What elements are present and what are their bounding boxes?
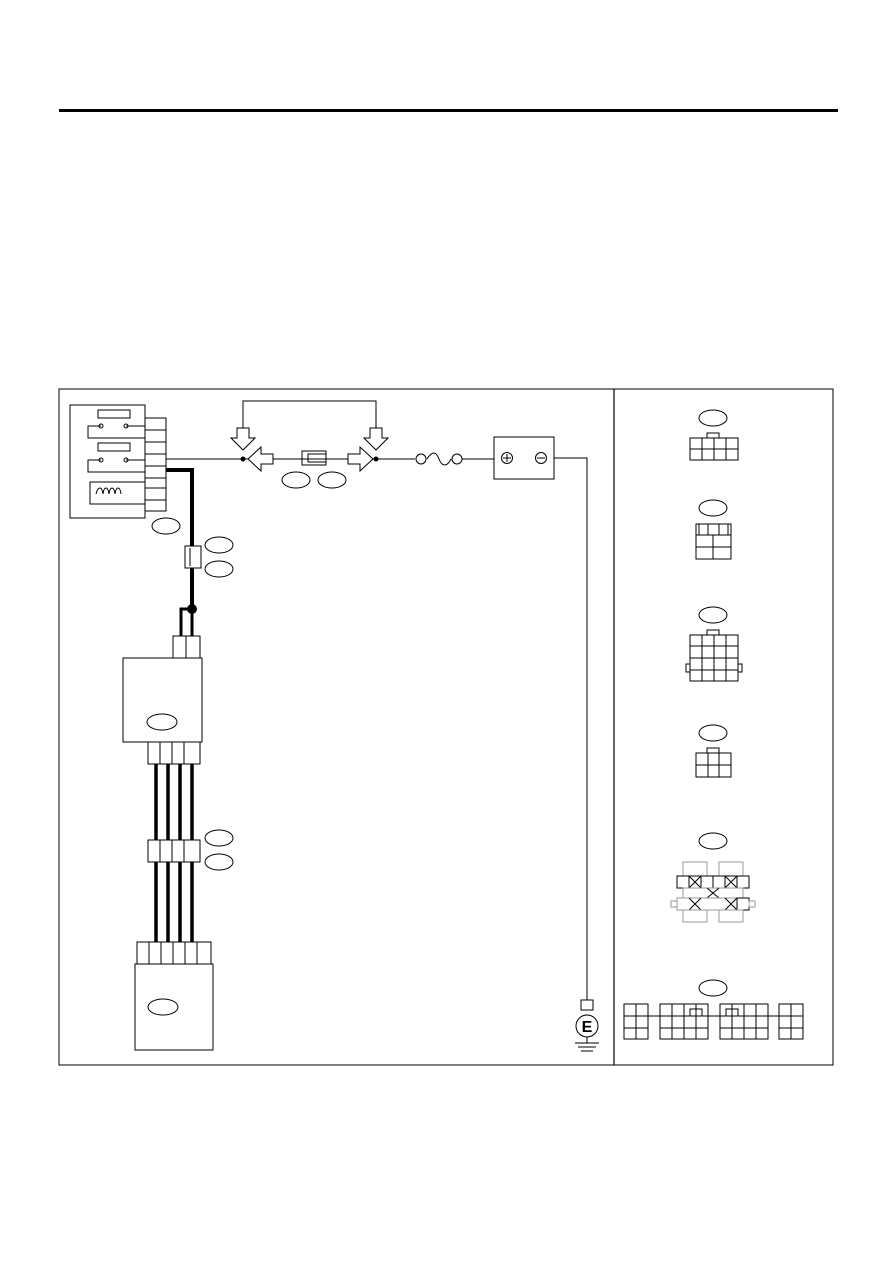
harness-wire (166, 468, 194, 548)
connector-id-bubble (204, 829, 234, 847)
splice-dot (240, 456, 246, 462)
relay-connector (144, 417, 167, 512)
harness-wire (179, 607, 192, 636)
relay-switch-icon (87, 442, 145, 473)
fuse-id-bubble (317, 471, 347, 489)
relay-switch-icon (87, 409, 145, 439)
module2-connector (136, 941, 212, 965)
module-connector-bottom (147, 741, 201, 765)
connector-id-bubble (204, 536, 234, 554)
connector-face-1 (689, 409, 739, 461)
diagram-frame (58, 388, 834, 1066)
ground-icon (575, 999, 599, 1052)
splice-dot (373, 456, 379, 462)
connector-id-bubble (204, 853, 234, 871)
connector-face-5 (670, 832, 756, 923)
arrow-down-icon (229, 427, 257, 451)
header-rule (59, 109, 838, 112)
inline-connector-4 (147, 839, 201, 863)
connector-face-3 (685, 606, 743, 682)
connector-id-bubble (204, 560, 234, 578)
arrow-right-icon (347, 445, 374, 473)
inline-connector (184, 545, 202, 569)
fusible-link-icon (415, 452, 463, 466)
module-connector-top (172, 635, 201, 659)
arrow-down-icon (362, 427, 390, 451)
relay-block (69, 404, 146, 519)
module-id-bubble (146, 713, 178, 731)
fuse-icon (301, 450, 327, 466)
arrow-left-icon (247, 445, 274, 473)
ground-letter: E (582, 1019, 593, 1036)
battery-icon (493, 436, 555, 480)
fuse-id-bubble (281, 471, 311, 489)
connector-face-4 (695, 724, 732, 778)
relay-coil-icon (89, 481, 145, 505)
wire-ground (554, 457, 588, 1000)
connector-id-bubble (151, 517, 181, 535)
module-id-bubble (147, 998, 179, 1016)
wire-bypass-loop (242, 400, 377, 432)
connector-face-6 (623, 979, 804, 1040)
connector-face-2 (695, 499, 732, 560)
